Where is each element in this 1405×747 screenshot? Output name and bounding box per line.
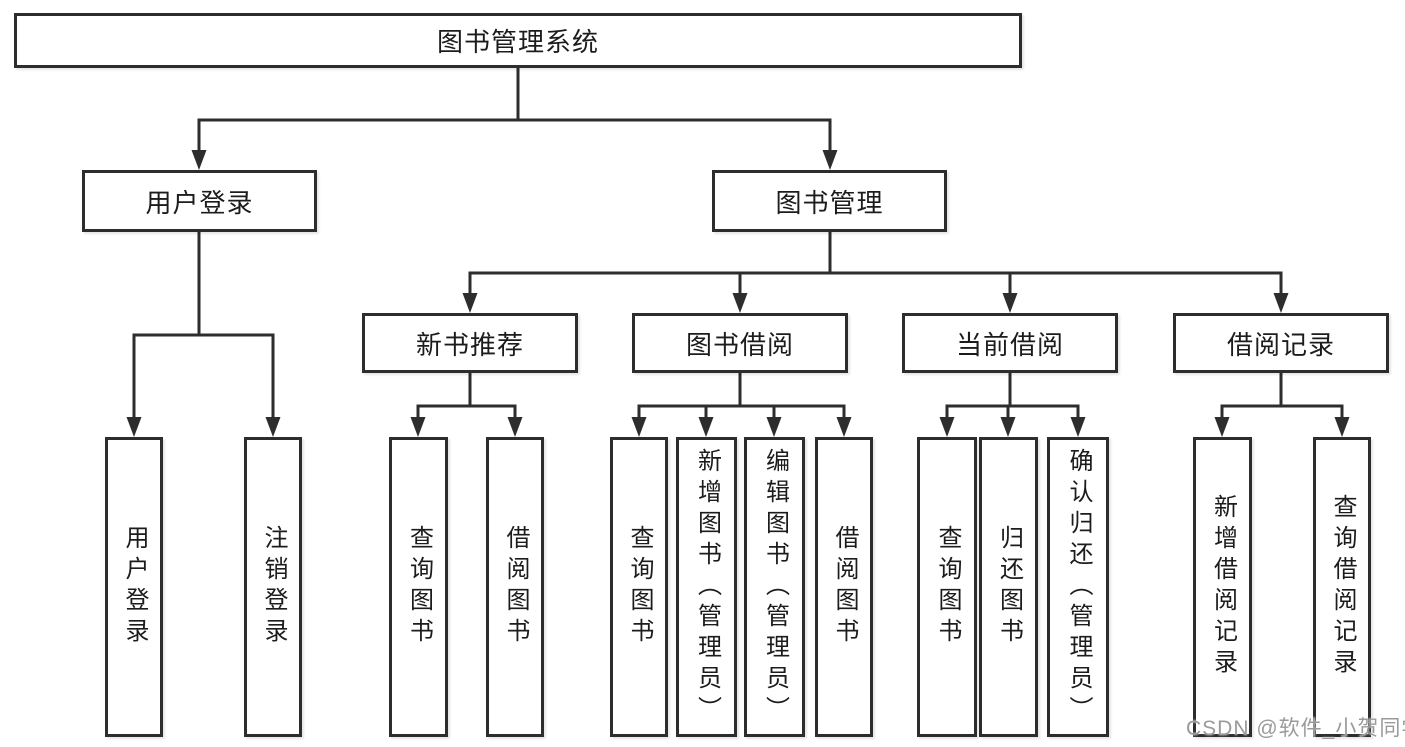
leaf-label: 查询图书 [934,525,961,649]
node-label: 当前借阅 [955,329,1064,360]
leaf-borrow-books-borrowing: 借阅图书 [815,437,873,737]
leaf-return-book: 归还图书 [979,437,1038,737]
node-library-management-system: 图书管理系统 [14,13,1022,68]
leaf-query-books-current: 查询图书 [917,437,977,737]
node-label: 图书管理 [775,187,884,218]
leaf-label: 新增借阅记录 [1209,494,1237,680]
node-label: 图书管理系统 [436,27,599,57]
node-label: 借阅记录 [1226,329,1335,360]
leaf-label: 查询借阅记录 [1329,494,1356,680]
node-label: 图书借阅 [685,329,794,360]
leaf-label: 确认归还（管理员） [1065,447,1092,727]
leaf-confirm-return-admin: 确认归还（管理员） [1047,437,1109,737]
leaf-query-borrow-record: 查询借阅记录 [1313,437,1371,737]
leaf-label: 归还图书 [995,525,1023,649]
node-current-borrowing: 当前借阅 [902,313,1118,373]
leaf-edit-book-admin: 编辑图书（管理员） [744,437,805,737]
node-new-book-recommendation: 新书推荐 [362,313,578,373]
leaf-logout: 注销登录 [244,437,302,737]
node-user-login: 用户登录 [82,170,317,232]
csdn-watermark: CSDN @软件_小贺同学 [1186,717,1405,740]
node-label: 用户登录 [145,187,254,218]
node-borrowing-records: 借阅记录 [1173,313,1389,373]
leaf-query-books-recommend: 查询图书 [389,437,448,737]
leaf-label: 借阅图书 [831,525,858,649]
leaf-label: 查询图书 [405,525,433,649]
node-book-borrowing: 图书借阅 [632,313,848,373]
leaf-query-books-borrowing: 查询图书 [610,437,668,737]
leaf-label: 查询图书 [626,525,653,649]
leaf-label: 新增图书（管理员） [693,447,721,727]
leaf-label: 用户登录 [121,525,148,649]
node-label: 新书推荐 [415,329,524,360]
leaf-label: 注销登录 [260,525,287,649]
leaf-label: 编辑图书（管理员） [761,447,789,727]
leaf-add-book-admin: 新增图书（管理员） [676,437,737,737]
leaf-borrow-books-recommend: 借阅图书 [486,437,544,737]
leaf-label: 借阅图书 [502,525,529,649]
node-book-management: 图书管理 [712,170,947,232]
leaf-user-login: 用户登录 [105,437,163,737]
leaf-add-borrow-record: 新增借阅记录 [1193,437,1252,737]
